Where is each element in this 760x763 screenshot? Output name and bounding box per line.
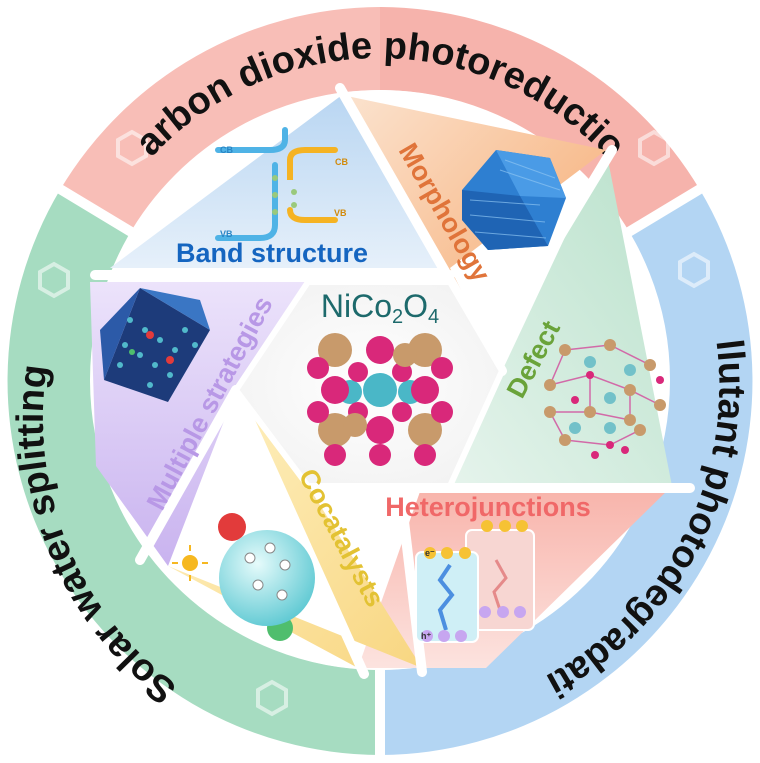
band-label-cb: CB xyxy=(220,145,233,155)
band-label-vb-2: VB xyxy=(334,208,347,218)
center-hub: NiCo2O4 xyxy=(232,279,506,489)
heterojunction-icon: e⁻ h⁺ xyxy=(415,520,535,643)
polyhedron-icon xyxy=(462,150,566,250)
ring-segment-water xyxy=(7,189,381,756)
ring-segment-pollutant xyxy=(380,189,753,756)
ring-segment-co2 xyxy=(380,7,700,234)
sector-label-heterojunctions: Heterojunctions xyxy=(385,492,591,522)
defect-lattice-icon xyxy=(544,339,666,459)
ring-segment-co2-left xyxy=(60,7,380,234)
center-formula: NiCo2O4 xyxy=(321,288,439,328)
electron-label: e⁻ xyxy=(425,548,435,558)
spinel-crystal-icon xyxy=(307,333,453,466)
sector-label-band-structure: Band structure xyxy=(176,238,368,268)
octahedron-icon xyxy=(100,288,210,402)
band-label-vb: VB xyxy=(220,229,233,239)
cocatalyst-sphere-icon xyxy=(172,513,315,641)
hole-label: h⁺ xyxy=(421,631,431,641)
band-label-cb-2: CB xyxy=(335,157,348,167)
band-diagram-icon: CB CB VB VB xyxy=(215,127,348,241)
